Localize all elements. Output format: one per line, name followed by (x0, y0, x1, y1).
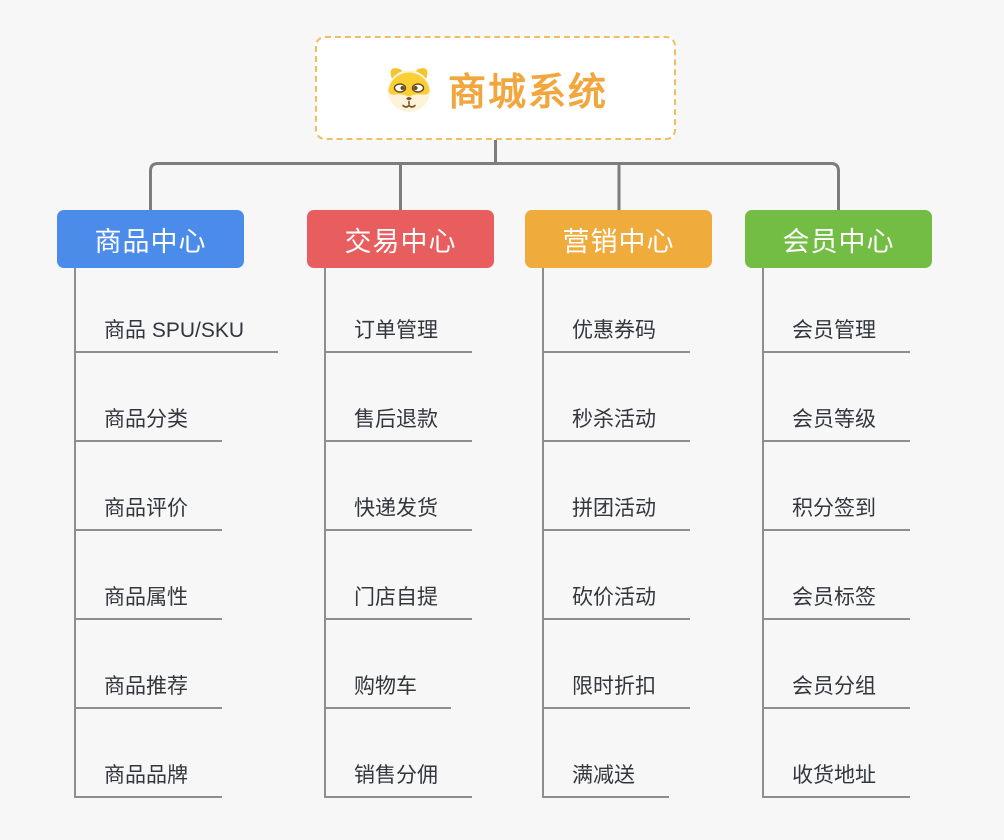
branch-node-trade-center[interactable]: 交易中心 (307, 210, 494, 268)
branch-column-trade: 交易中心 订单管理 售后退款 快递发货 门店自提 购物车 销售分佣 (307, 210, 494, 798)
child-topic[interactable]: 积分签到 (764, 442, 932, 531)
child-topic[interactable]: 会员分组 (764, 620, 932, 709)
branch-children: 商品 SPU/SKU 商品分类 商品评价 商品属性 商品推荐 商品品牌 (74, 268, 279, 798)
branch-children: 会员管理 会员等级 积分签到 会员标签 会员分组 收货地址 (762, 268, 932, 798)
child-topic[interactable]: 商品分类 (76, 353, 278, 442)
child-topic[interactable]: 砍价活动 (544, 531, 712, 620)
branch-column-product: 商品中心 商品 SPU/SKU 商品分类 商品评价 商品属性 商品推荐 商品品牌 (57, 210, 279, 798)
child-topic[interactable]: 售后退款 (326, 353, 494, 442)
child-topic[interactable]: 商品品牌 (76, 709, 278, 798)
child-topic[interactable]: 订单管理 (326, 268, 494, 353)
child-topic[interactable]: 商品属性 (76, 531, 278, 620)
child-topic[interactable]: 会员标签 (764, 531, 932, 620)
branch-children: 优惠券码 秒杀活动 拼团活动 砍价活动 限时折扣 满减送 (542, 268, 712, 798)
child-topic[interactable]: 商品 SPU/SKU (76, 268, 279, 353)
root-title: 商城系统 (447, 71, 608, 114)
branch-column-member: 会员中心 会员管理 会员等级 积分签到 会员标签 会员分组 收货地址 (745, 210, 932, 798)
child-topic[interactable]: 会员等级 (764, 353, 932, 442)
child-topic[interactable]: 快递发货 (326, 442, 494, 531)
child-topic[interactable]: 收货地址 (764, 709, 932, 798)
root-node[interactable]: 商城系统 (315, 36, 676, 140)
child-topic[interactable]: 秒杀活动 (544, 353, 712, 442)
child-topic[interactable]: 满减送 (544, 709, 712, 798)
child-topic[interactable]: 购物车 (326, 620, 494, 709)
child-topic[interactable]: 拼团活动 (544, 442, 712, 531)
child-topic[interactable]: 会员管理 (764, 268, 932, 353)
branch-column-marketing: 营销中心 优惠券码 秒杀活动 拼团活动 砍价活动 限时折扣 满减送 (525, 210, 712, 798)
child-topic[interactable]: 商品推荐 (76, 620, 278, 709)
child-topic[interactable]: 优惠券码 (544, 268, 712, 353)
branch-node-product-center[interactable]: 商品中心 (57, 210, 244, 268)
child-topic[interactable]: 销售分佣 (326, 709, 494, 798)
child-topic[interactable]: 商品评价 (76, 442, 278, 531)
dog-face-icon (383, 62, 435, 114)
branch-children: 订单管理 售后退款 快递发货 门店自提 购物车 销售分佣 (324, 268, 494, 798)
branch-node-marketing-center[interactable]: 营销中心 (525, 210, 712, 268)
branch-node-member-center[interactable]: 会员中心 (745, 210, 932, 268)
child-topic[interactable]: 门店自提 (326, 531, 494, 620)
child-topic[interactable]: 限时折扣 (544, 620, 712, 709)
